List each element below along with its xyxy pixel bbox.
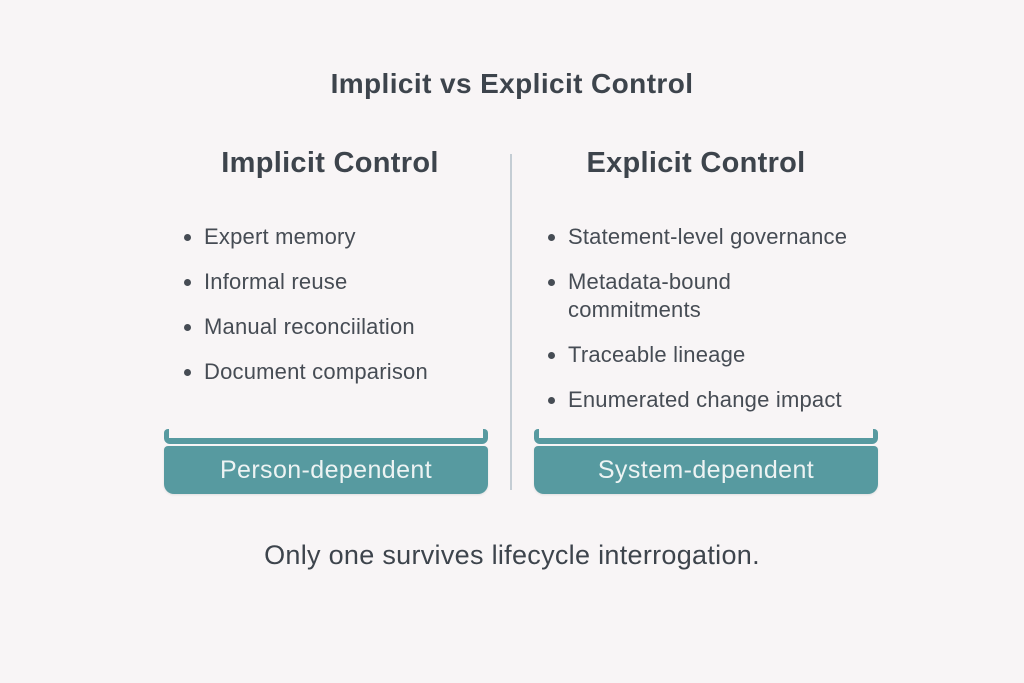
list-item: Informal reuse xyxy=(184,268,510,296)
bullet-icon xyxy=(184,369,191,376)
list-item-label: Expert memory xyxy=(204,224,356,249)
column-divider xyxy=(510,154,512,490)
list-item-label: Statement-level governance xyxy=(568,224,848,249)
bullet-icon xyxy=(184,234,191,241)
list-item: Enumerated change impact xyxy=(548,386,880,414)
system-dependent-banner: System-dependent xyxy=(534,429,878,494)
bullet-icon xyxy=(548,397,555,404)
slide-title: Implicit vs Explicit Control xyxy=(330,68,694,99)
implicit-control-column: Implicit Control Expert memory Informal … xyxy=(150,146,510,506)
list-item: Document comparison xyxy=(184,358,510,386)
implicit-column-header: Implicit Control xyxy=(221,147,439,179)
list-item-label: Informal reuse xyxy=(204,269,348,294)
explicit-bullet-list: Statement-level governance Metadata-boun… xyxy=(512,223,880,414)
explicit-control-column: Explicit Control Statement-level governa… xyxy=(512,146,880,506)
list-item-label: Manual reconciilation xyxy=(204,314,415,339)
bullet-icon xyxy=(548,352,555,359)
explicit-column-header: Explicit Control xyxy=(586,147,806,179)
banner-bracket-icon xyxy=(164,429,488,444)
bullet-icon xyxy=(548,234,555,241)
list-item-label: Traceable lineage xyxy=(568,342,746,367)
bullet-icon xyxy=(184,324,191,331)
list-item-label: Document comparison xyxy=(204,359,428,384)
banner-label: System-dependent xyxy=(534,446,878,494)
implicit-bullet-list: Expert memory Informal reuse Manual reco… xyxy=(150,223,510,386)
list-item: Statement-level governance xyxy=(548,223,880,251)
list-item: Traceable lineage xyxy=(548,341,880,369)
list-item: Metadata-bound commitments xyxy=(548,268,880,324)
banner-label: Person-dependent xyxy=(164,446,488,494)
bullet-icon xyxy=(548,279,555,286)
list-item: Manual reconciilation xyxy=(184,313,510,341)
list-item: Expert memory xyxy=(184,223,510,251)
banner-bracket-icon xyxy=(534,429,878,444)
bullet-icon xyxy=(184,279,191,286)
list-item-label: Enumerated change impact xyxy=(568,387,842,412)
footer-caption: Only one survives lifecycle interrogatio… xyxy=(264,540,760,570)
list-item-label: Metadata-bound commitments xyxy=(568,269,732,322)
person-dependent-banner: Person-dependent xyxy=(164,429,488,494)
